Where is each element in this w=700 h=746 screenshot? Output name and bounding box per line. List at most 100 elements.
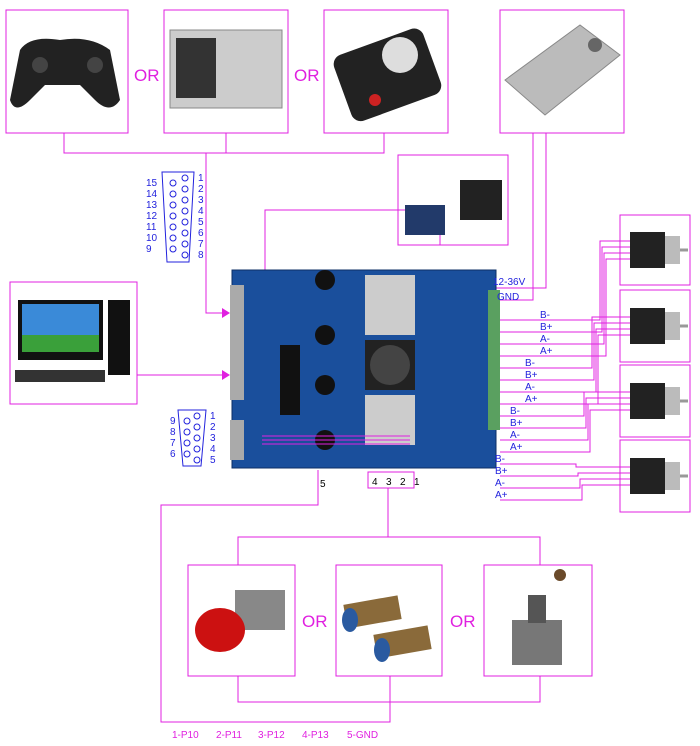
computer-box: [9, 281, 138, 405]
db15-pin-label: 5: [198, 217, 204, 228]
db15-pin-label: 14: [146, 189, 158, 200]
db15-pin-label: 8: [198, 250, 204, 261]
motor-wire: [500, 334, 630, 405]
common-pin-5: 5: [320, 479, 326, 490]
motor-wire: [500, 391, 630, 417]
db15-pin-label: 4: [198, 206, 204, 217]
motor-wire: [500, 478, 630, 489]
motor-wire: [500, 463, 630, 468]
motor-pin-label: B+: [540, 322, 553, 333]
or-label: OR: [294, 66, 320, 85]
motor-wire: [500, 322, 630, 381]
db15-pin-label: 12: [146, 211, 158, 222]
db9-pin-label: 8: [170, 427, 176, 438]
or-label: OR: [302, 612, 328, 631]
stepper-motor-1: [630, 232, 688, 268]
motor-pin-label: B+: [495, 466, 508, 477]
limit-pin-3: 3: [386, 477, 392, 488]
limit-pin-1: 1: [414, 477, 420, 488]
motor-box-2: [619, 289, 691, 363]
motor-box-4: [619, 439, 691, 513]
motor-wire: [500, 484, 630, 501]
motor-pin-label: A+: [540, 346, 553, 357]
or-label: OR: [450, 612, 476, 631]
db9-pin-label: 6: [170, 449, 176, 460]
stepper-motor-4: [630, 458, 688, 494]
pin-map-item: 2-P11: [216, 730, 242, 741]
db15-pin-label: 6: [198, 228, 204, 239]
power-supply-box: [499, 9, 625, 134]
motor-wire: [500, 246, 630, 333]
motor-wire: [500, 472, 630, 477]
motor-wire: [500, 409, 630, 453]
db15-pin-label: 2: [198, 184, 204, 195]
motor-pin-label: B-: [540, 310, 550, 321]
motor-wires: [500, 240, 630, 501]
proximity-sensor-image: [342, 595, 432, 662]
motor-pin-label: A-: [540, 334, 550, 345]
motor-box-1: [619, 214, 691, 286]
motor-wire: [500, 403, 630, 441]
motor-wire: [500, 252, 630, 345]
db9-pin-label: 4: [210, 444, 216, 455]
motor-pin-label: A+: [495, 490, 508, 501]
motor-pin-label: B+: [525, 370, 538, 381]
db9-pin-label: 9: [170, 416, 176, 427]
estop-box: [187, 564, 296, 677]
db15-pin-label: 7: [198, 239, 204, 250]
pin-map-item: 4-P13: [302, 730, 329, 741]
motor-pin-label: B-: [510, 406, 520, 417]
motor-pin-label: B-: [495, 454, 505, 465]
motor-wire: [500, 240, 630, 321]
db15-pin-label: 15: [146, 178, 158, 189]
motor-pin-label: A-: [510, 430, 520, 441]
proximity-sensor-box: [335, 564, 443, 677]
controller-board: [230, 269, 500, 469]
db9-pin-label: 5: [210, 455, 216, 466]
motor-pin-label: A-: [495, 478, 505, 489]
voltage-label: 12-36V: [493, 277, 526, 288]
stepper-motor-3: [630, 383, 688, 419]
pin-map: 1-P10 2-P11 3-P12 4-P13 5-GND: [172, 730, 378, 741]
handwheel-image: [333, 28, 442, 122]
motor-pin-label: A-: [525, 382, 535, 393]
gamepad-box: [5, 9, 129, 134]
display-box: [397, 154, 509, 246]
db15-pin-label: 11: [146, 222, 157, 233]
db9-pin-label: 2: [210, 422, 216, 433]
limit-switch-image: [512, 569, 566, 665]
motor-wire: [500, 316, 630, 369]
db15-pin-label: 13: [146, 200, 158, 211]
db15-pin-label: 3: [198, 195, 204, 206]
power-supply-image: [504, 24, 621, 116]
pin-map-item: 3-P12: [258, 730, 285, 741]
db9-pin-label: 1: [210, 411, 216, 422]
handwheel-box: [323, 9, 449, 134]
limit-pin-2: 2: [400, 477, 406, 488]
motor-pin-label: A+: [525, 394, 538, 405]
db9-pin-label: 7: [170, 438, 176, 449]
keypad-image: [169, 29, 283, 109]
estop-image: [195, 590, 285, 652]
motor-wire: [500, 397, 630, 429]
motor-pin-label: B-: [525, 358, 535, 369]
motor-pin-label: B+: [510, 418, 523, 429]
db9-pin-label: 3: [210, 433, 216, 444]
motor-wire: [500, 328, 630, 393]
pin-map-item: 5-GND: [347, 730, 378, 741]
motor-box-3: [619, 364, 691, 438]
limit-switch-box: [483, 564, 593, 677]
pin-map-item: 1-P10: [172, 730, 199, 741]
or-label: OR: [134, 66, 160, 85]
display-image: [405, 180, 502, 235]
gamepad-image: [10, 38, 120, 108]
gnd-label: GND: [497, 292, 519, 303]
db15-pin-label: 10: [146, 233, 158, 244]
motor-wire: [500, 258, 630, 357]
computer-image: [15, 300, 130, 382]
db15-pin-label: 1: [198, 173, 204, 184]
